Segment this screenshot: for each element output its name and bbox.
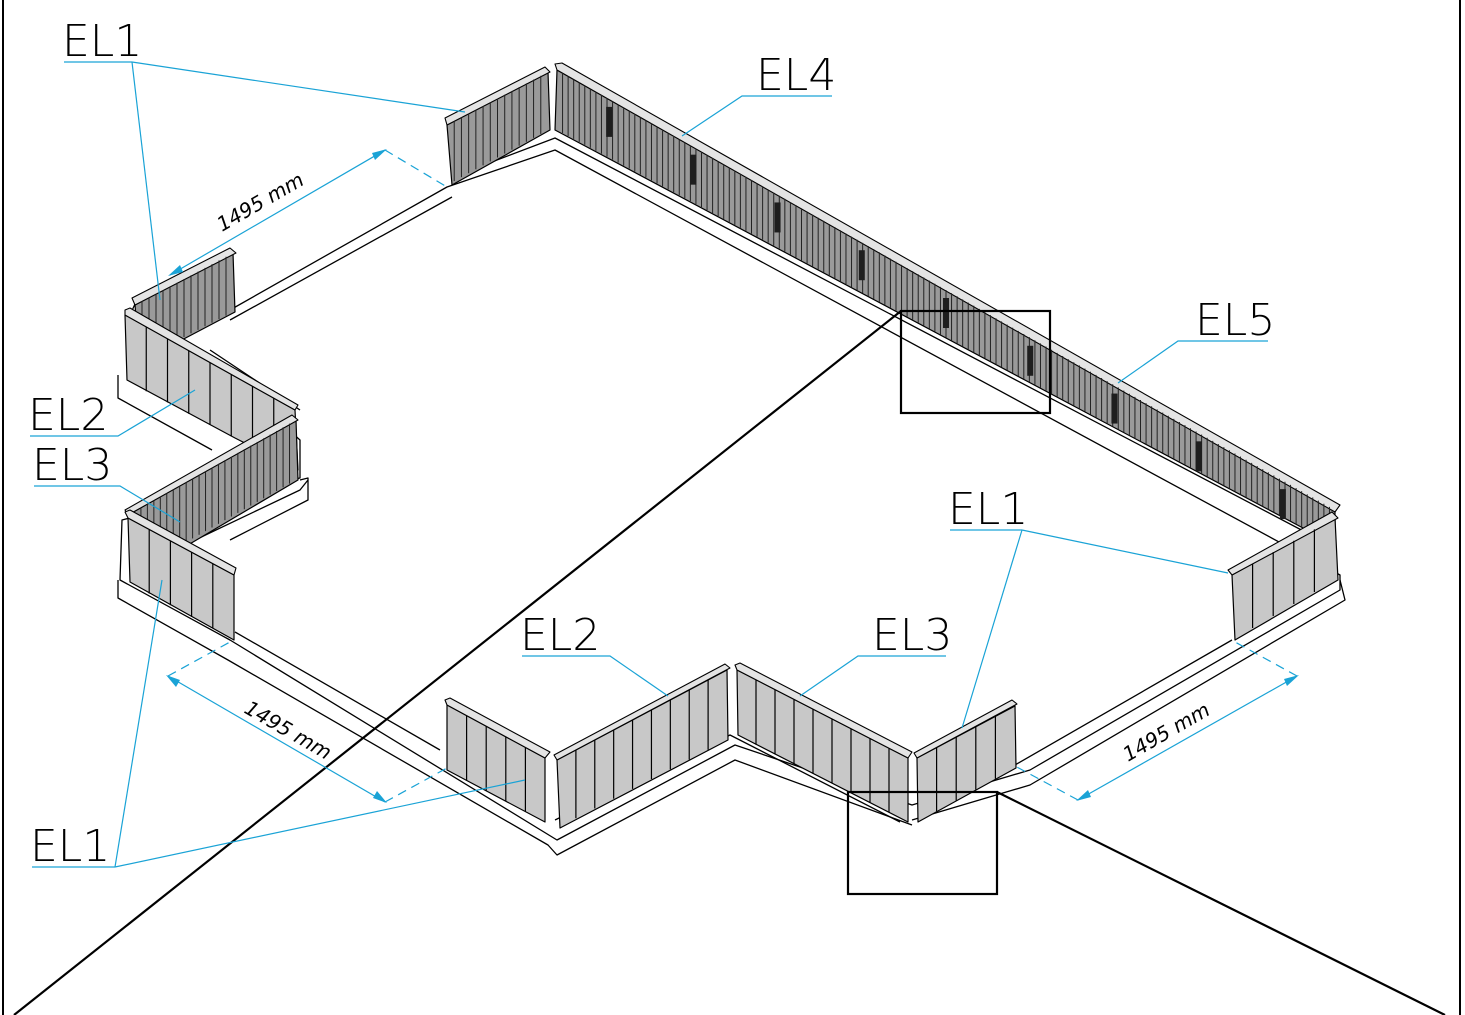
back-wall-post — [690, 154, 697, 185]
bottom-el2-seams — [575, 680, 709, 819]
dim-arrow-bottom-left-b — [373, 791, 387, 803]
left-zigzag-upper — [124, 247, 299, 471]
label-text-el1-top-left: EL1 — [62, 16, 142, 67]
back-wall-post — [1111, 393, 1118, 424]
bottom-right-el1-seams — [935, 716, 997, 812]
dim-arrow-top-left-b — [372, 149, 387, 160]
leader-el2-left — [30, 389, 196, 437]
label-el2-bottom: EL2 — [520, 610, 669, 697]
dim-ext-top-left — [384, 149, 448, 188]
leader-el1-bottom-left-a — [114, 579, 163, 868]
label-text-el2-bottom: EL2 — [520, 610, 600, 661]
back-wall-posts — [606, 106, 1286, 520]
slab-left-side — [117, 375, 213, 451]
leader-el1-bottom-left-b — [114, 779, 526, 868]
right-el1-cap — [1227, 511, 1339, 576]
dim-line-bottom-right — [1077, 675, 1298, 801]
dim-arrow-bottom-right-a — [1076, 790, 1091, 801]
base-slab — [117, 137, 1346, 856]
dim-ext-bottom-left-a — [167, 641, 231, 677]
dim-arrow-bottom-right-b — [1284, 675, 1299, 686]
label-text-el5: EL5 — [1195, 295, 1275, 346]
el1-left-bottom-seams — [148, 529, 214, 629]
bottom-walls — [444, 662, 1018, 829]
label-text-el3-left: EL3 — [32, 440, 112, 491]
leader-el4 — [681, 95, 832, 137]
dim-ext-bottom-left-b — [384, 767, 448, 803]
back-wall-post — [858, 250, 865, 281]
dim-ext-bottom-right-b — [1234, 641, 1298, 677]
leader-el2-bottom — [522, 655, 669, 697]
top-left-short-wall-el1 — [444, 66, 551, 186]
label-text-el3-bottom: EL3 — [872, 610, 952, 661]
slab-inner-edge-2 — [229, 196, 453, 321]
detail-box-upper — [899, 309, 1052, 415]
label-el3-bottom: EL3 — [799, 610, 952, 697]
dim-arrow-top-left-a — [168, 265, 183, 276]
label-text-el2-left: EL2 — [28, 390, 108, 441]
back-wall-cap — [554, 62, 1341, 513]
leader-el3-bottom — [799, 655, 946, 697]
back-wall-post — [606, 106, 613, 137]
back-wall-post — [1027, 345, 1034, 376]
right-wall-el1 — [1227, 511, 1339, 641]
label-el4: EL4 — [681, 50, 836, 137]
dim-text-bottom-left: 1495 mm — [241, 696, 336, 765]
label-text-el1-bottom-left: EL1 — [30, 821, 110, 872]
bottom-el1-cap — [444, 697, 551, 759]
dim-line-bottom-left — [167, 675, 386, 803]
back-wall-el4-el5 — [554, 62, 1341, 546]
bottom-right-el1-cap — [913, 699, 1018, 759]
label-el5: EL5 — [1117, 295, 1275, 384]
label-text-el1-right: EL1 — [948, 484, 1028, 535]
left-short-wall-cap — [131, 247, 237, 306]
leader-el1-right-a — [1021, 529, 1229, 574]
dim-ext-bottom-right-a — [1014, 765, 1079, 801]
slab-inner-edge-5 — [234, 631, 441, 751]
dim-line-top-left — [169, 149, 386, 276]
leader-el1-right-b — [961, 529, 1023, 729]
slab-inner-edge-8 — [911, 579, 1346, 821]
back-wall-post — [1279, 489, 1286, 520]
leader-el3-left — [34, 485, 181, 523]
left-zigzag-lower — [124, 414, 299, 641]
back-wall-post — [943, 298, 949, 328]
slab-left-side-2 — [229, 477, 309, 541]
bottom-el1-seams — [466, 715, 527, 812]
label-el1-top-left: EL1 — [62, 16, 466, 301]
right-el1-seams — [1251, 529, 1316, 628]
bottom-el3-cap — [734, 662, 913, 759]
top-left-wall-ribs — [453, 75, 542, 182]
slab-inner-edge-4 — [194, 479, 309, 541]
detail-callouts — [13, 309, 1446, 1015]
leader-el1-top-left-b — [131, 61, 161, 301]
label-el1-right: EL1 — [948, 484, 1229, 729]
detail-line-upper — [13, 310, 902, 1015]
slab-inner-edge-9 — [117, 580, 913, 856]
dim-text-top-left: 1495 mm — [213, 167, 308, 236]
slab-inner-edge-7 — [1014, 639, 1233, 766]
label-el2-left: EL2 — [28, 389, 196, 441]
leader-el1-top-left-a — [131, 61, 466, 113]
back-wall-post — [1195, 441, 1202, 472]
label-el3-left: EL3 — [32, 440, 181, 523]
label-text-el4: EL4 — [756, 50, 836, 101]
label-el1-bottom-left: EL1 — [30, 579, 526, 872]
dim-arrow-bottom-left-a — [166, 675, 180, 687]
detail-box-lower — [846, 790, 999, 896]
bottom-el2-cap — [553, 663, 731, 761]
el2-left-cap — [124, 307, 299, 411]
top-left-wall-cap — [444, 66, 551, 126]
detail-line-lower — [996, 791, 1446, 1015]
leader-el5 — [1117, 340, 1268, 384]
el1-left-bottom-cap — [124, 509, 237, 576]
back-wall-post — [774, 202, 781, 233]
